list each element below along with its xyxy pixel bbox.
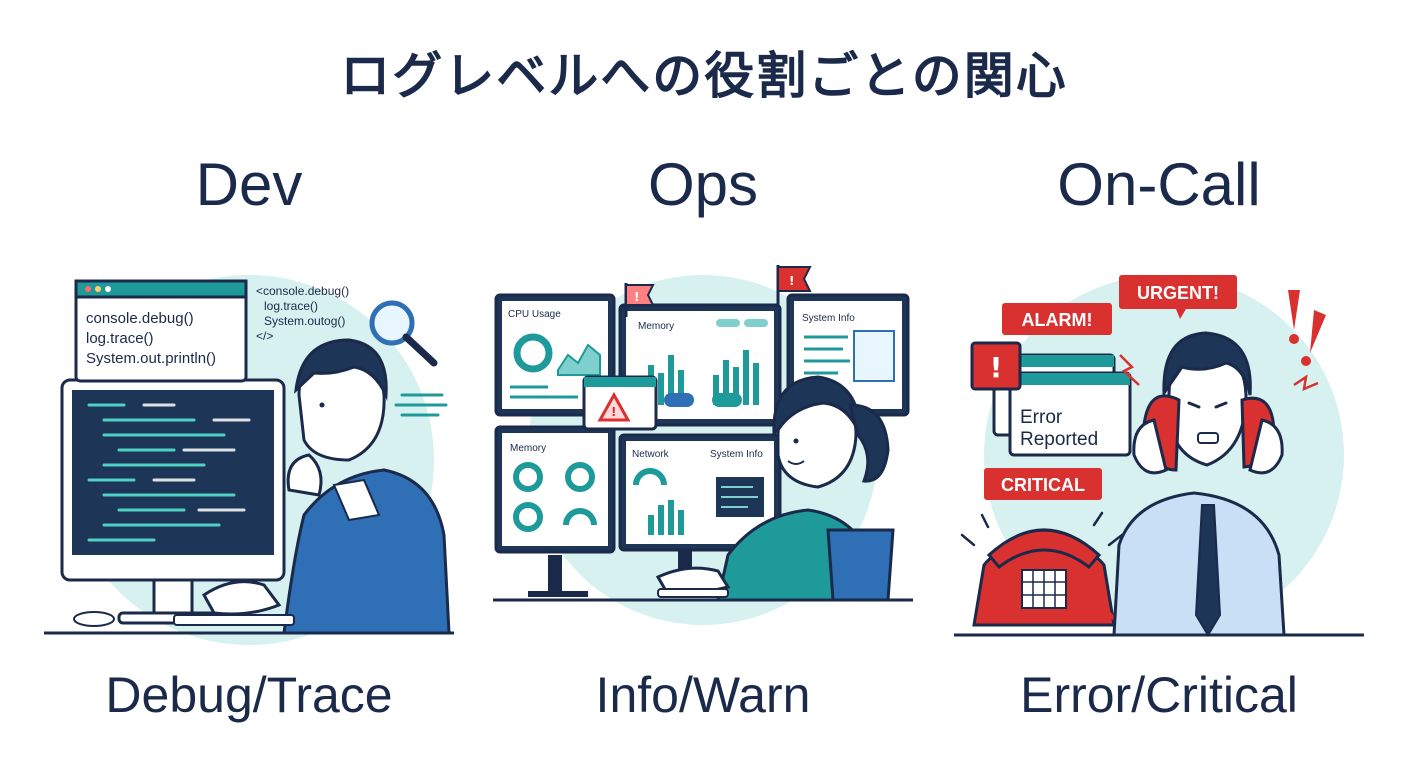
role-heading-dev: Dev — [195, 151, 303, 218]
exclamation-icon — [1288, 290, 1326, 366]
panel-network-label: Network — [632, 449, 670, 460]
magnifier-icon — [369, 300, 438, 367]
levels-oncall: Error/Critical — [1020, 667, 1298, 723]
urgent-bubble: URGENT! — [1119, 275, 1237, 319]
dev-motion-dashes — [394, 393, 448, 417]
ops-monitor-memory-bottom: Memory — [494, 425, 616, 554]
dev-floating-code: <console.debug() log.trace() System.outo… — [256, 284, 349, 343]
panel-memory-top-label: Memory — [638, 321, 674, 332]
ops-keyboard — [657, 588, 729, 598]
ops-chair — [826, 528, 895, 602]
svg-text:!: ! — [634, 290, 639, 304]
panel-cpu-label: CPU Usage — [508, 309, 561, 320]
alarm-badge: ALARM! — [1002, 303, 1112, 335]
levels-ops: Info/Warn — [595, 667, 811, 723]
urgent-text: URGENT! — [1137, 283, 1219, 303]
dev-illustration: console.debug() log.trace() System.out.p… — [44, 275, 454, 645]
popup-line-3: System.out.println() — [86, 350, 216, 367]
ops-flag-left: ! — [624, 283, 655, 317]
oncall-column: On-Call ALARM! URGENT! Error — [944, 0, 1374, 768]
red-phone-icon — [960, 511, 1124, 627]
critical-badge: CRITICAL — [984, 468, 1102, 500]
error-alert-icon: ! — [970, 341, 1022, 391]
page-title: ログレベルへの役割ごとの関心 — [340, 47, 1068, 105]
oncall-illustration: ALARM! URGENT! Error Reported ! — [954, 275, 1364, 637]
oncall-person — [1112, 331, 1286, 637]
stress-lines — [1119, 354, 1319, 392]
dev-code-popup: console.debug() log.trace() System.out.p… — [74, 279, 248, 383]
dev-person — [202, 338, 451, 635]
alarm-text: ALARM! — [1022, 310, 1093, 330]
popup-line-2: log.trace() — [86, 330, 154, 347]
float-line-1: <console.debug() — [256, 284, 349, 298]
panel-sysinfo-top-label: System Info — [802, 313, 855, 324]
dev-monitor — [60, 378, 286, 625]
float-line-3: System.outog() — [264, 314, 345, 328]
warning-icon — [597, 391, 631, 422]
role-heading-ops: Ops — [647, 151, 759, 218]
error-text-line2: Reported — [1020, 429, 1098, 450]
dev-column: Dev — [34, 0, 464, 768]
float-line-4: </> — [256, 329, 273, 343]
ops-flag-right: ! — [776, 265, 812, 305]
svg-text:!: ! — [990, 351, 1003, 384]
critical-text: CRITICAL — [1001, 475, 1085, 495]
error-reported-window: Error Reported — [992, 353, 1132, 457]
svg-text:!: ! — [611, 405, 616, 419]
levels-dev: Debug/Trace — [105, 667, 393, 723]
ops-monitor-network: Network System Info — [618, 433, 782, 552]
error-text-line1: Error — [1020, 407, 1063, 428]
ops-column: Ops CPU Usage Memory — [488, 0, 918, 768]
ops-illustration: CPU Usage Memory — [493, 265, 913, 625]
role-heading-oncall: On-Call — [1057, 151, 1261, 218]
popup-line-1: console.debug() — [86, 310, 194, 327]
ops-monitor-memory-top: Memory — [618, 303, 782, 427]
ops-warning-card: ! — [582, 375, 658, 431]
panel-memory-bottom-label: Memory — [510, 443, 546, 454]
float-line-2: log.trace() — [264, 299, 318, 313]
svg-text:!: ! — [789, 274, 794, 288]
panel-sysinfo-bottom-label: System Info — [710, 449, 763, 460]
